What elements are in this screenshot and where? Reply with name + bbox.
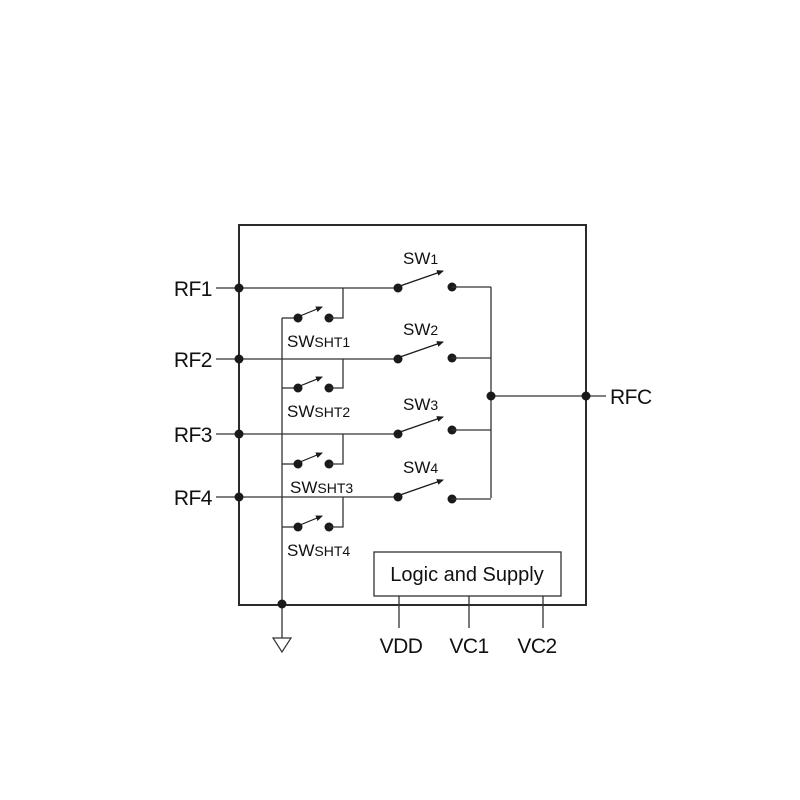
series-switch-label-sw2: SW2 (403, 320, 438, 339)
rfc-pin-junction (581, 391, 591, 401)
pin-label-rf2: RF2 (174, 349, 212, 372)
sw3-contact-left (393, 429, 403, 439)
switch-label-base: SW (403, 320, 430, 339)
sw2-switch-arm-icon (399, 341, 444, 358)
pin-label-rf1: RF1 (174, 278, 212, 301)
switch-label-base: SW (403, 249, 430, 268)
rf2-pin-junction (234, 354, 244, 364)
swsht3-right-wire (329, 434, 344, 465)
switch-label-base: SW (290, 478, 317, 497)
swsht3-switch-arm-icon (299, 452, 323, 463)
swsht4-right-wire (329, 497, 344, 528)
switch-label-sub: SHT2 (314, 404, 350, 420)
pin-label-rfc: RFC (610, 386, 652, 409)
logic-and-supply-block (373, 551, 562, 597)
swsht2-contact-left (293, 383, 303, 393)
sw3-switch-arm-icon (399, 416, 444, 433)
shunt-switch-label-swsht2: SWSHT2 (287, 402, 350, 421)
switch-label-index: 3 (430, 397, 438, 413)
rf1-pin-junction (234, 283, 244, 293)
ground-icon (271, 637, 293, 654)
sw4-switch-arm-icon (399, 479, 444, 496)
sw1-switch-arm-icon (399, 270, 444, 287)
switch-label-index: 4 (430, 460, 438, 476)
pin-label-vc1: VC1 (449, 635, 488, 658)
switch-label-index: 2 (430, 322, 438, 338)
pin-label-vdd: VDD (380, 635, 423, 658)
common-junction (486, 391, 496, 401)
logic-block-label: Logic and Supply (390, 564, 543, 586)
pin-label-rf3: RF3 (174, 424, 212, 447)
swsht4-switch-arm-icon (299, 515, 323, 526)
swsht2-right-wire (329, 359, 344, 389)
switch-label-sub: SHT1 (314, 334, 350, 350)
pin-label-rf4: RF4 (174, 487, 213, 510)
switch-label-sub: SHT3 (317, 480, 353, 496)
switch-label-base: SW (287, 332, 314, 351)
pin-label-vc2: VC2 (517, 635, 556, 658)
swsht2-switch-arm-icon (299, 376, 323, 387)
sw2-contact-left (393, 354, 403, 364)
switch-label-base: SW (403, 395, 430, 414)
sw4-contact-left (393, 492, 403, 502)
switch-label-index: 1 (430, 251, 438, 267)
sw1-contact-left (393, 283, 403, 293)
switch-label-base: SW (287, 402, 314, 421)
swsht1-switch-arm-icon (299, 306, 323, 317)
shunt-switch-label-swsht3: SWSHT3 (290, 478, 353, 497)
rf3-pin-junction (234, 429, 244, 439)
swsht1-right-wire (329, 288, 344, 319)
series-switch-label-sw4: SW4 (403, 458, 438, 477)
switch-label-sub: SHT4 (314, 543, 350, 559)
series-switch-label-sw3: SW3 (403, 395, 438, 414)
chip-outline (238, 224, 587, 606)
switch-label-base: SW (287, 541, 314, 560)
ground-junction (277, 599, 287, 609)
shunt-switch-label-swsht1: SWSHT1 (287, 332, 350, 351)
shunt-switch-label-swsht4: SWSHT4 (287, 541, 350, 560)
swsht4-contact-left (293, 522, 303, 532)
rf4-pin-junction (234, 492, 244, 502)
swsht3-contact-left (293, 459, 303, 469)
series-switch-label-sw1: SW1 (403, 249, 438, 268)
swsht1-contact-left (293, 313, 303, 323)
switch-label-base: SW (403, 458, 430, 477)
